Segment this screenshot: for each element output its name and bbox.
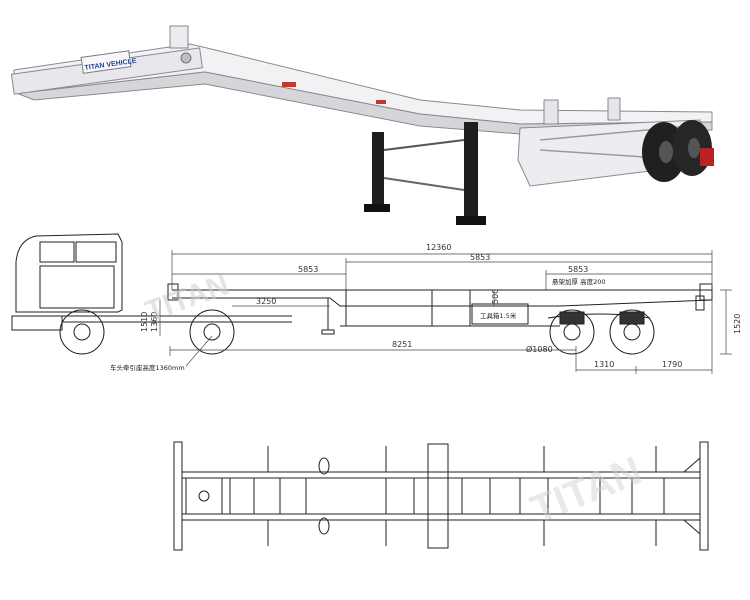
trailer-mudguard [695, 295, 705, 311]
plan-front-plate [173, 441, 183, 551]
cab-door [39, 265, 115, 309]
trailer-hub-2 [623, 323, 641, 341]
watermark: TITAN [141, 268, 233, 328]
dim-axle-b: 1790 [662, 360, 682, 369]
axle-bracket [619, 311, 645, 325]
dim-total-lower: 8251 [392, 340, 412, 349]
tractor-rear-wheel [189, 309, 235, 355]
trailer-hub-1 [563, 323, 581, 341]
plan-kingpin [198, 490, 210, 502]
dim-frame-height: 500 [491, 289, 500, 304]
cab-window-right [75, 241, 117, 263]
plan-crossmembers [229, 478, 665, 514]
trailer-wheel-1 [549, 309, 595, 355]
plan-view-drawing [173, 441, 709, 551]
plan-center-beam [427, 443, 449, 549]
reflector [376, 100, 386, 104]
toolbox [471, 303, 529, 325]
note-toolbox: 工具箱1.5米 [480, 311, 517, 320]
landing-gear-foot-left [364, 204, 390, 212]
trailer-frame-rear [559, 299, 713, 307]
tractor-rear-hub [203, 323, 221, 341]
note-tractor-leader [185, 335, 213, 367]
plan-rear-wedge [683, 457, 701, 535]
plan-landing-gear [318, 517, 330, 535]
landing-gear-brace [383, 139, 465, 151]
twist-lock-rear [607, 97, 621, 121]
dim-upper-right: 5853 [470, 253, 490, 262]
trailer-photo: TITAN VEHICLE [10, 25, 714, 225]
tractor-front-wheel [59, 309, 105, 355]
dim-rear-height: 1520 [733, 314, 742, 334]
tractor-front-hub [73, 323, 91, 341]
dim-overall-length: 12360 [426, 243, 451, 252]
tractor-cab [15, 233, 123, 313]
rear-hub [688, 138, 700, 158]
dim-wheel: Ø1080 [526, 344, 553, 354]
dimension-lines [159, 250, 732, 374]
brand-plate [80, 50, 132, 74]
landing-gear-drawing-foot [321, 329, 335, 335]
dim-rear-span: 5853 [568, 265, 588, 274]
dim-coupler-height-2: 1360 [150, 312, 159, 332]
rear-hub [659, 141, 673, 163]
note-rear: 悬架加厚 高度200 [552, 277, 605, 286]
twist-lock-rear [543, 99, 559, 125]
twist-lock-hole [180, 52, 192, 64]
landing-gear-right [464, 122, 478, 218]
twist-lock-front-left [169, 25, 189, 49]
plan-outriggers [267, 446, 657, 546]
reflector [282, 82, 296, 87]
front-headboard [167, 283, 179, 301]
note-tractor: 车头牵引座高度1360mm [110, 363, 185, 372]
plan-kingpin-plate [185, 477, 223, 515]
rear-bumper [699, 283, 713, 301]
main-beam-side [13, 71, 713, 135]
plan-rear-plate [699, 441, 709, 551]
landing-gear-brace [383, 177, 465, 191]
cab-window-left [39, 241, 75, 263]
axle-bracket [559, 311, 585, 325]
dim-upper-left: 5853 [298, 265, 318, 274]
gooseneck-drop [329, 297, 560, 307]
landing-gear-left [372, 132, 384, 208]
dim-coupler-height: 1510 [140, 312, 149, 332]
mudguard [700, 148, 714, 166]
side-view-drawing [11, 233, 732, 374]
dim-axle-a: 1310 [594, 360, 614, 369]
dim-kingpin: 3250 [256, 297, 276, 306]
plan-landing-gear [318, 457, 330, 475]
landing-gear-foot-right [456, 216, 486, 225]
trailer-wheel-2 [609, 309, 655, 355]
cab-bumper [11, 315, 63, 331]
